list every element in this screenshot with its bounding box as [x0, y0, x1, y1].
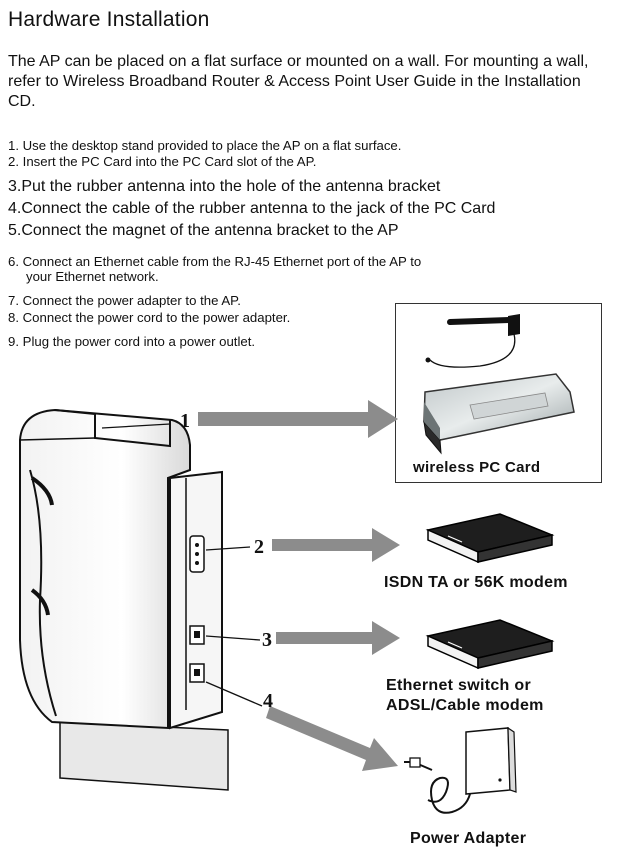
callout-1: 1 [180, 410, 190, 432]
step-2: 2. Insert the PC Card into the PC Card s… [8, 154, 317, 169]
step-4: 4.Connect the cable of the rubber antenn… [8, 200, 496, 217]
caption-ethernet-switch-line2: ADSL/Cable modem [386, 697, 544, 714]
step-7: 7. Connect the power adapter to the AP. [8, 293, 241, 308]
connection-arrows [198, 400, 400, 771]
step-6-text: 6. Connect an Ethernet cable from the RJ… [8, 254, 422, 269]
caption-pc-card: wireless PC Card [413, 459, 541, 476]
power-adapter-icon [404, 726, 517, 814]
callout-3: 3 [262, 629, 272, 651]
caption-ethernet-switch: Ethernet switch or ADSL/Cable modem [386, 676, 544, 716]
step-9: 9. Plug the power cord into a power outl… [8, 334, 256, 349]
isdn-modem-icon [425, 513, 555, 564]
pc-card-icon [423, 373, 575, 455]
caption-power-adapter: Power Adapter [410, 830, 527, 847]
step-8: 8. Connect the power cord to the power a… [8, 310, 291, 325]
intro-paragraph: The AP can be placed on a flat surface o… [8, 53, 589, 110]
rubber-antenna-icon [425, 314, 520, 368]
arrow-1 [198, 400, 398, 438]
step-6-continuation: your Ethernet network. [26, 269, 159, 284]
page-title: Hardware Installation [8, 8, 210, 31]
step-3: 3.Put the rubber antenna into the hole o… [8, 178, 441, 195]
step-1: 1. Use the desktop stand provided to pla… [8, 138, 402, 153]
arrow-4 [266, 706, 398, 771]
step-6: 6. Connect an Ethernet cable from the RJ… [8, 254, 421, 284]
ethernet-switch-icon [425, 619, 555, 670]
caption-isdn-modem: ISDN TA or 56K modem [384, 574, 568, 591]
arrow-3 [276, 621, 400, 655]
leader-lines [101, 423, 263, 707]
callout-2: 2 [254, 536, 264, 558]
arrow-2 [272, 528, 400, 562]
callout-4: 4 [263, 690, 273, 712]
access-point-device [19, 408, 229, 791]
caption-ethernet-switch-line1: Ethernet switch or [386, 677, 531, 694]
step-5: 5.Connect the magnet of the antenna brac… [8, 222, 399, 239]
